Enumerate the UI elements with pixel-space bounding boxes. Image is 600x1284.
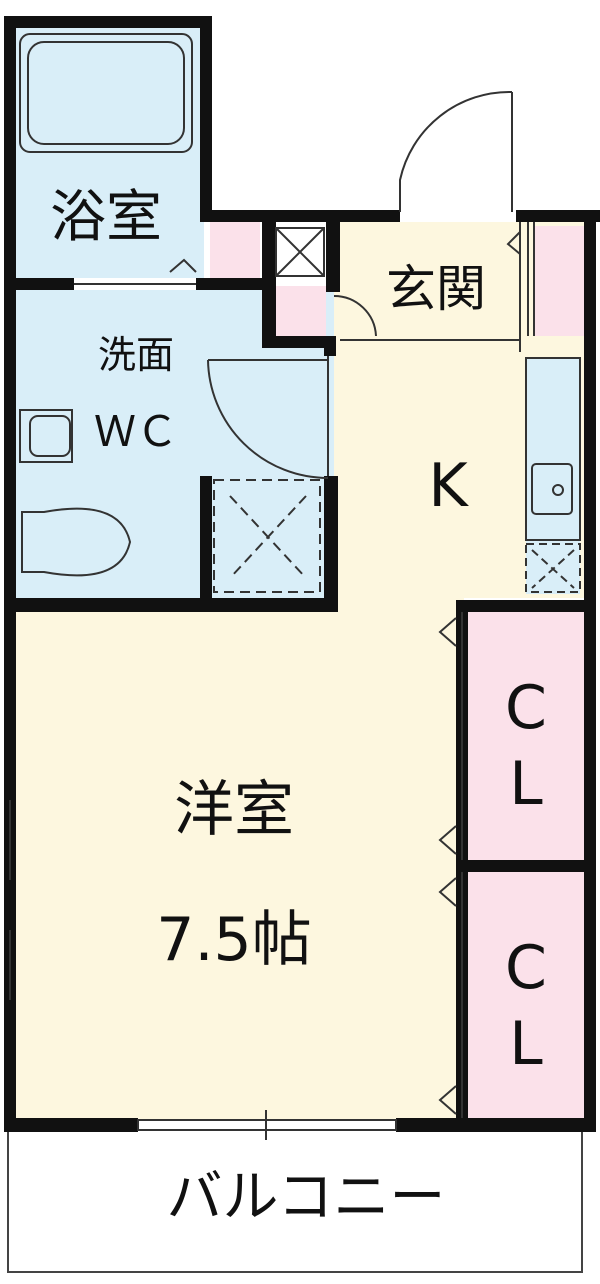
label-washroom: 洗面	[98, 333, 174, 377]
closet-upper-area	[468, 612, 584, 860]
wall-top-right	[200, 210, 400, 222]
walls	[4, 16, 600, 1132]
entrance-mark	[506, 231, 521, 255]
room-labels: 浴室 洗面 ＷＣ 玄関 K 洋室 7.5帖 C L C L バルコニー	[50, 185, 547, 1230]
wall-left-upper	[4, 18, 16, 1130]
wall-top-bath	[4, 16, 210, 28]
wall-bath-bottom-left	[4, 278, 74, 290]
wall-closet-top	[456, 600, 596, 612]
shoe-storage	[534, 226, 584, 336]
closet1-mark-a	[438, 617, 457, 647]
label-kitchen: K	[428, 451, 469, 521]
bath-corner-mark	[169, 258, 197, 273]
wall-mid-horizontal	[262, 336, 336, 348]
closet1-mark-b	[438, 825, 457, 855]
wall-wash-right	[324, 336, 336, 356]
fixtures	[9, 33, 581, 1140]
closet2-mark-a	[438, 877, 457, 907]
kitchen-sink	[531, 463, 573, 515]
fridge-x2	[531, 549, 575, 589]
wall-right	[584, 210, 596, 1130]
label-closet-1-l: L	[509, 749, 543, 819]
label-closet-1-c: C	[505, 673, 547, 743]
shower-x2	[229, 495, 307, 579]
wall-shower-left	[200, 476, 212, 606]
wall-closet-mid	[456, 860, 596, 872]
kitchen-counter	[525, 357, 581, 541]
label-closet-2-l: L	[509, 1009, 543, 1079]
shower-stall	[213, 479, 321, 593]
pink-storage-b	[276, 286, 326, 336]
label-entrance: 玄関	[386, 260, 486, 318]
pipe-shaft	[275, 227, 325, 277]
label-wc: ＷＣ	[94, 407, 178, 456]
western-room-area	[14, 598, 464, 1120]
entrance-door-swing	[399, 90, 513, 212]
pipe-shaft-x2	[275, 227, 325, 277]
closet-lower-area	[468, 872, 584, 1118]
wall-bath-right	[200, 16, 212, 222]
toilet	[21, 507, 132, 577]
pink-storage-a	[210, 222, 260, 284]
wall-entrance-left	[326, 222, 340, 292]
wash-basin-inner	[29, 415, 71, 457]
label-closet-2-c: C	[505, 933, 547, 1003]
label-western-room-size: 7.5帖	[156, 905, 311, 975]
bathtub-inner	[27, 41, 185, 145]
wash-basin	[19, 409, 73, 463]
wall-top-right-2	[516, 210, 600, 222]
label-western-room: 洋室	[174, 775, 294, 845]
wall-wash-bottom	[4, 598, 338, 612]
label-bath: 浴室	[50, 185, 162, 250]
wall-mid-upper	[262, 222, 276, 342]
wall-bath-bottom-right	[196, 278, 266, 290]
closet2-mark-b	[438, 1085, 457, 1115]
fridge-space	[525, 543, 581, 593]
wall-bottom	[4, 1118, 138, 1132]
kitchen-drain	[552, 484, 564, 496]
label-balcony: バルコニー	[167, 1165, 446, 1230]
wall-wash-right-low	[324, 476, 338, 612]
inner-door-swing	[333, 294, 377, 337]
wash-door-swing	[207, 359, 329, 479]
bathtub-outer	[19, 33, 193, 153]
wall-bottom-right	[396, 1118, 596, 1132]
balcony-area	[7, 1129, 583, 1273]
